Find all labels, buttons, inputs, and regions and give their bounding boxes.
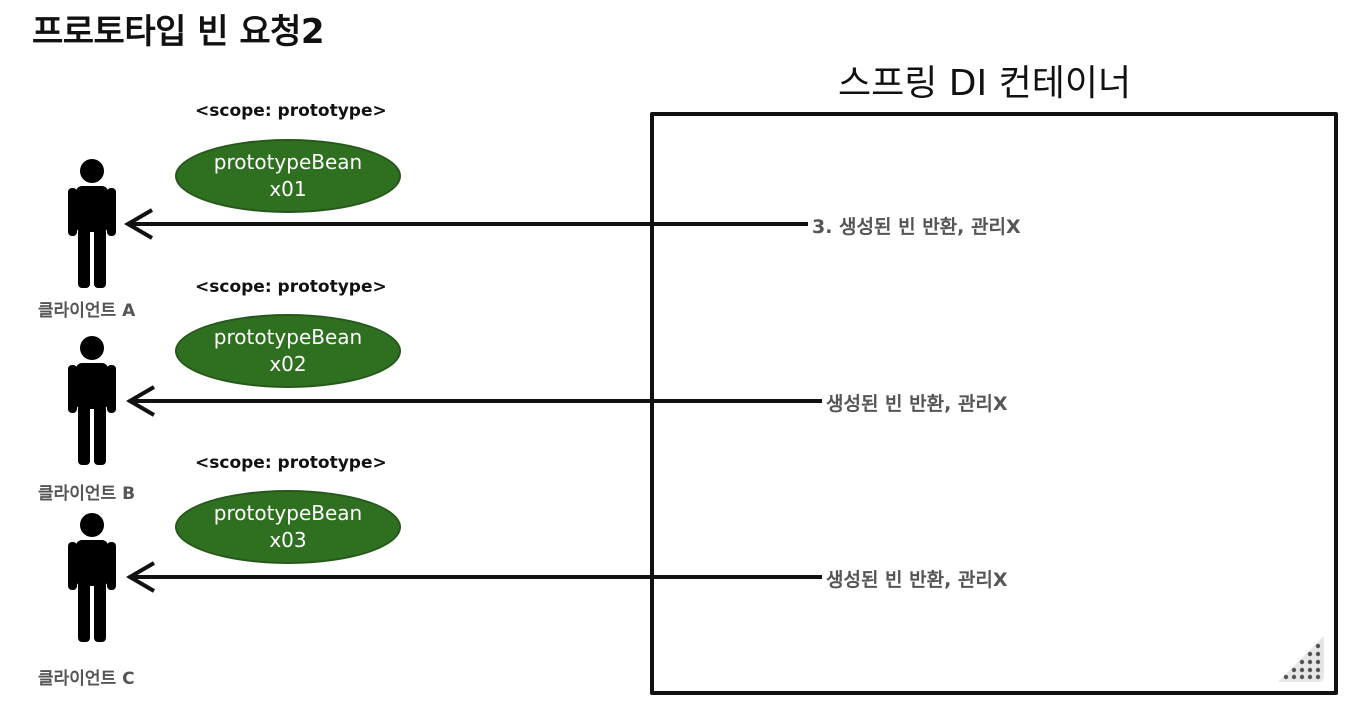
scope-label-a: <scope: prototype>: [195, 101, 387, 121]
person-icon: [68, 513, 116, 642]
person-icon: [68, 159, 116, 288]
bean-name: prototypeBean: [213, 150, 363, 174]
scope-label-c: <scope: prototype>: [195, 453, 387, 473]
client-label-b: 클라이언트 B: [38, 484, 136, 504]
container-title: 스프링 DI 컨테이너: [838, 63, 1132, 104]
prototype-bean-c: prototypeBean x03: [175, 490, 401, 564]
arrow-c: [126, 561, 822, 593]
resize-handle-icon[interactable]: [1274, 632, 1326, 684]
person-icon: [68, 336, 116, 465]
client-label-c: 클라이언트 C: [38, 669, 135, 689]
arrow-label-b: 생성된 빈 반환, 관리X: [824, 389, 1010, 416]
arrow-a: [124, 208, 808, 240]
prototype-bean-b: prototypeBean x02: [175, 314, 401, 388]
spring-di-container-box: [650, 112, 1338, 695]
bean-id: x03: [269, 528, 307, 552]
bean-name: prototypeBean: [213, 501, 363, 525]
scope-label-b: <scope: prototype>: [195, 277, 387, 297]
arrow-label-a: 3. 생성된 빈 반환, 관리X: [810, 212, 1023, 239]
arrow-b: [126, 385, 822, 417]
page-title: 프로토타입 빈 요청2: [32, 12, 325, 52]
arrow-label-c: 생성된 빈 반환, 관리X: [824, 565, 1010, 592]
client-label-a: 클라이언트 A: [38, 301, 136, 321]
bean-id: x02: [269, 352, 307, 376]
bean-id: x01: [269, 177, 307, 201]
bean-name: prototypeBean: [213, 325, 363, 349]
prototype-bean-a: prototypeBean x01: [175, 139, 401, 213]
